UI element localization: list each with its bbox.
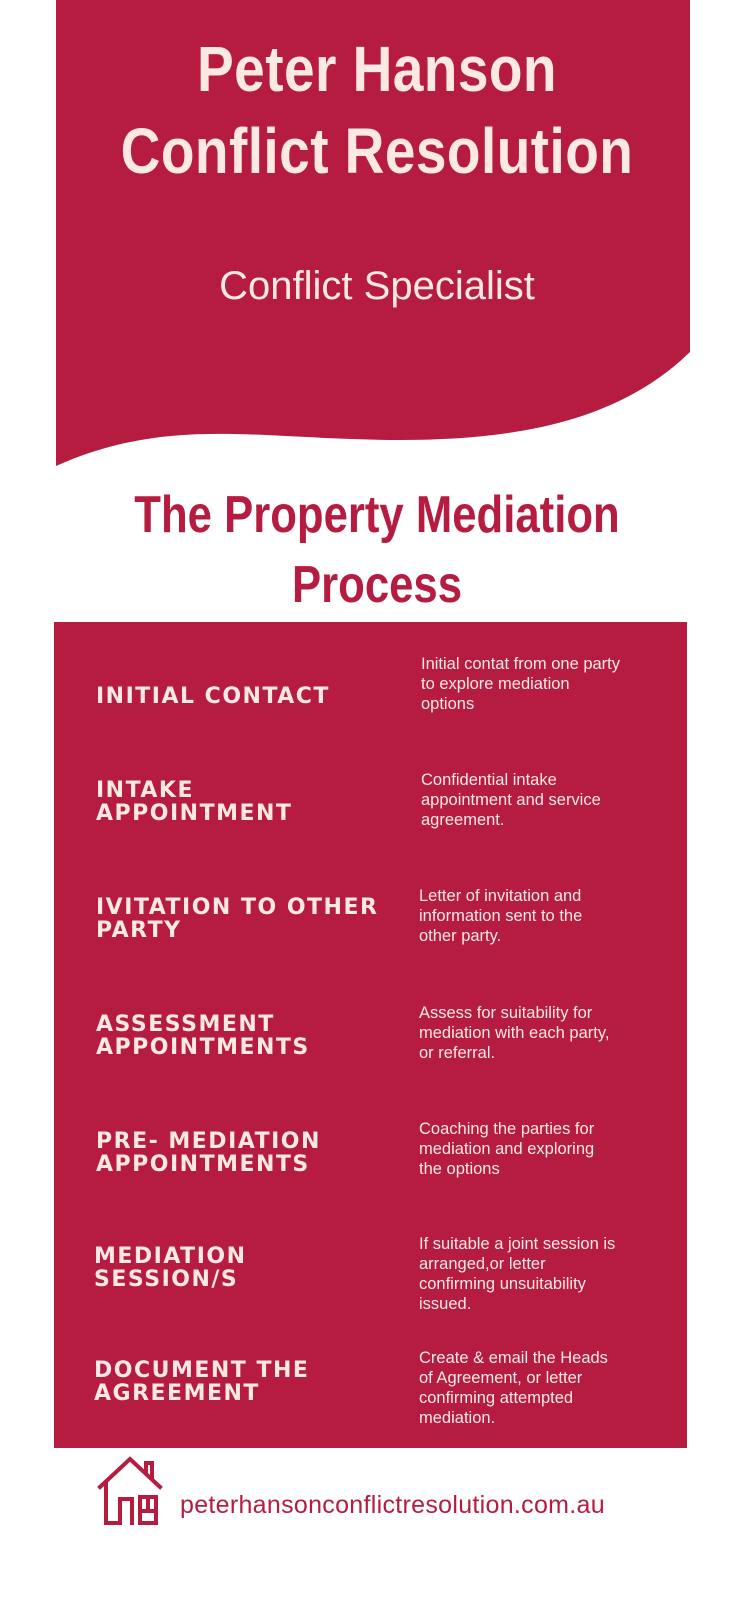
company-name-line-1: Peter Hanson bbox=[197, 33, 557, 105]
step-title: MEDIATION SESSION/S bbox=[94, 1244, 247, 1292]
step-initial-contact: INITIAL CONTACT Initial contat from one … bbox=[54, 650, 687, 760]
step-title: PRE- MEDIATION APPOINTMENTS bbox=[96, 1129, 321, 1177]
header-wave-banner bbox=[56, 0, 690, 466]
company-name: Peter Hanson Conflict Resolution bbox=[53, 28, 701, 192]
process-title: The Property Mediation Process bbox=[60, 480, 693, 620]
step-title: IVITATION TO OTHER PARTY bbox=[96, 895, 379, 943]
step-title: INTAKE APPOINTMENT bbox=[96, 778, 293, 826]
step-description: Letter of invitation and information sen… bbox=[419, 887, 583, 945]
company-name-line-2: Conflict Resolution bbox=[120, 115, 634, 187]
process-steps-panel: INITIAL CONTACT Initial contat from one … bbox=[54, 622, 687, 1448]
step-description: Assess for suitability for mediation wit… bbox=[419, 1004, 610, 1062]
step-document-agreement: DOCUMENT THE AGREEMENT Create & email th… bbox=[54, 1348, 687, 1458]
step-description: If suitable a joint session is arranged,… bbox=[419, 1235, 616, 1313]
website-link[interactable]: peterhansonconflictresolution.com.au bbox=[180, 1491, 605, 1519]
house-logo-icon bbox=[97, 1456, 163, 1525]
step-intake-appointment: INTAKE APPOINTMENT Confidential intake a… bbox=[54, 767, 687, 877]
step-pre-mediation-appointments: PRE- MEDIATION APPOINTMENTS Coaching the… bbox=[54, 1118, 687, 1228]
tagline: Conflict Specialist bbox=[219, 264, 535, 308]
step-title: ASSESSMENT APPOINTMENTS bbox=[96, 1012, 310, 1060]
process-title-line-1: The Property Mediation bbox=[134, 486, 620, 544]
step-title: DOCUMENT THE AGREEMENT bbox=[94, 1358, 310, 1406]
step-description: Confidential intake appointment and serv… bbox=[421, 771, 601, 829]
step-assessment-appointments: ASSESSMENT APPOINTMENTS Assess for suita… bbox=[54, 1002, 687, 1112]
step-description: Create & email the Heads of Agreement, o… bbox=[419, 1349, 608, 1427]
step-mediation-sessions: MEDIATION SESSION/S If suitable a joint … bbox=[54, 1234, 687, 1344]
step-description: Coaching the parties for mediation and e… bbox=[419, 1120, 595, 1178]
step-title: INITIAL CONTACT bbox=[96, 684, 330, 709]
process-title-line-2: Process bbox=[292, 556, 462, 614]
step-invitation-other-party: IVITATION TO OTHER PARTY Letter of invit… bbox=[54, 884, 687, 994]
step-description: Initial contat from one party to explore… bbox=[421, 655, 621, 713]
